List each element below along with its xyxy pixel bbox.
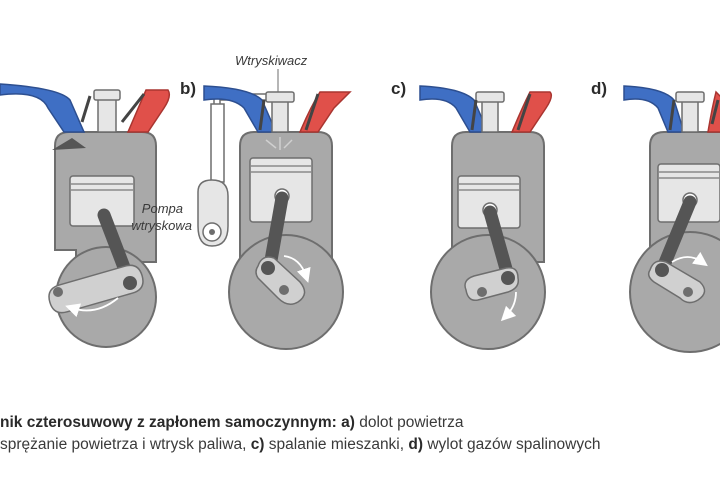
intake-port: [623, 85, 686, 133]
injector: [271, 99, 289, 133]
caption-d-key: d): [408, 436, 424, 453]
caption-b-text: sprężanie powietrza i wtrysk paliwa,: [0, 436, 247, 453]
panel-a: [0, 83, 171, 348]
panel-label-d: d): [591, 79, 607, 98]
valve-stems: [80, 93, 146, 123]
pump-label-line2: wtryskowa: [131, 218, 192, 233]
panel-c: c): [391, 79, 553, 350]
injector: [481, 99, 499, 133]
connecting-rod: [483, 205, 515, 283]
crank: [48, 264, 144, 314]
panel-label-b: b): [180, 79, 196, 98]
caption-line-2: sprężanie powietrza i wtrysk paliwa, c) …: [0, 435, 720, 455]
caption-c-text: spalanie mieszanki,: [268, 436, 405, 453]
exhaust-port: [126, 89, 171, 133]
caption-title: nik czterosuwowy z zapłonem samoczynnym:: [0, 414, 337, 431]
panel-b: b) Wtryskiwacz Pompa wtryskowa: [131, 53, 352, 350]
caption-d-text: wylot gazów spalinowych: [427, 436, 601, 453]
pump-label-line1: Pompa: [142, 201, 183, 216]
intake-valve: [52, 138, 86, 150]
rotation-arrow: [500, 291, 517, 322]
injector: [681, 99, 699, 133]
panel-label-c: c): [391, 79, 406, 98]
caption-c-key: c): [250, 436, 265, 453]
connecting-rod: [263, 191, 289, 273]
exhaust-port: [298, 91, 352, 133]
rotation-arrow: [65, 297, 119, 318]
rotation-arrow: [671, 251, 708, 267]
caption-a-key: a): [341, 414, 355, 431]
intake-port: [0, 83, 86, 133]
connecting-rod: [655, 195, 697, 277]
caption-a-text: dolot powietrza: [359, 414, 464, 431]
rotation-arrow: [283, 255, 311, 283]
injector-label: Wtryskiwacz: [235, 53, 308, 68]
injector: [97, 95, 117, 133]
fuel-spray: [265, 137, 293, 150]
panel-d: d): [591, 79, 720, 353]
caption-line-1: nik czterosuwowy z zapłonem samoczynnym:…: [0, 413, 720, 433]
